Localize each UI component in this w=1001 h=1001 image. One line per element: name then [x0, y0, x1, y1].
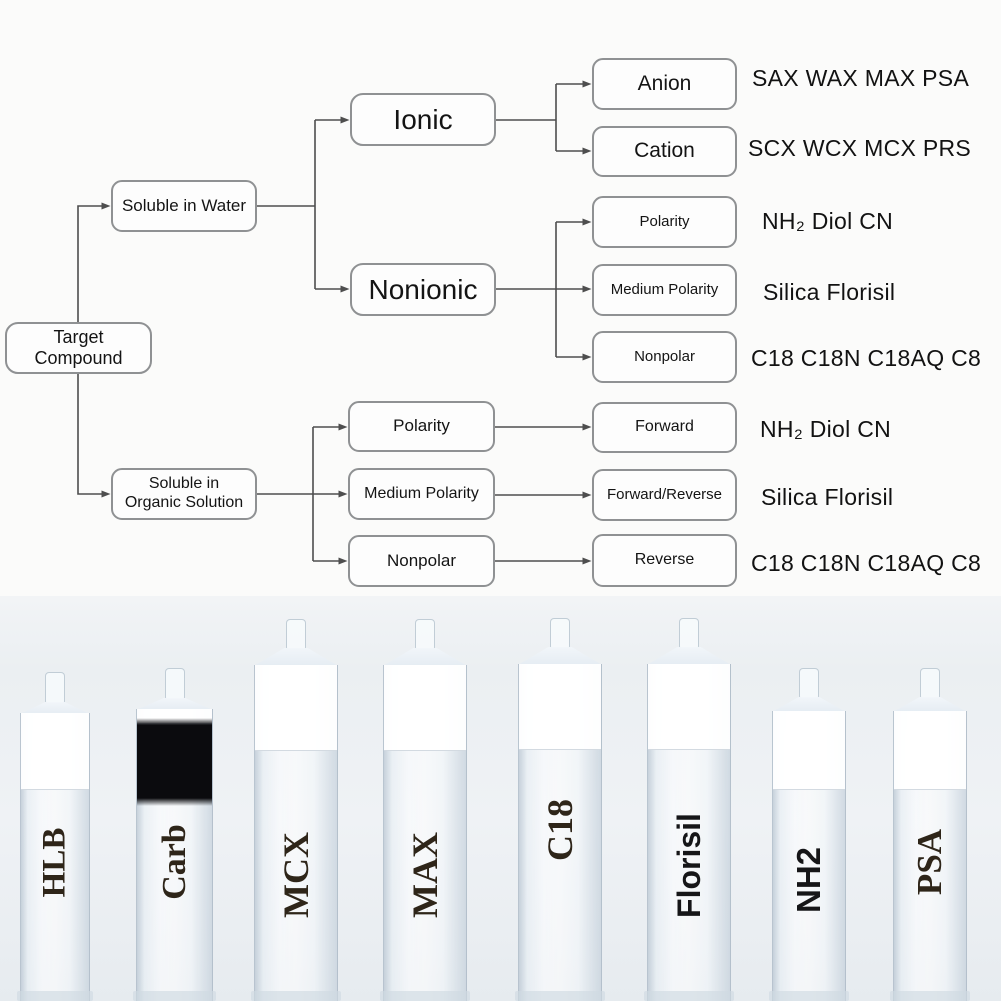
- node-soluble-in-organic-solution: Soluble in Organic Solution: [111, 468, 257, 520]
- cartridge-shoulder: [772, 697, 846, 712]
- cartridge-hlb: HLB: [17, 672, 93, 1001]
- cartridge-frit-band: [255, 665, 337, 751]
- cartridge-shoulder: [383, 648, 467, 666]
- cartridge-base: [17, 991, 93, 1001]
- cartridge-frit-band: [21, 713, 89, 790]
- cartridge-base: [515, 991, 605, 1001]
- cartridge-body: [772, 711, 846, 1001]
- node-nonionic: Nonionic: [350, 263, 496, 316]
- label-nonpolar-water-sorbents: C18 C18N C18AQ C8: [751, 345, 982, 371]
- cartridge-base: [769, 991, 849, 1001]
- cartridge-body: [383, 665, 467, 1001]
- label-anion-sorbents: SAX WAX MAX PSA: [752, 65, 970, 91]
- cartridge-mcx: MCX: [251, 619, 341, 1001]
- cartridge-base: [890, 991, 970, 1001]
- cartridge-shoulder: [518, 647, 602, 665]
- cartridge-tip: [164, 668, 185, 699]
- node-soluble-in-water: Soluble in Water: [111, 180, 257, 232]
- cartridge-body: [647, 664, 731, 1001]
- label-polarity-water-sorbents: NH₂ Diol CN: [762, 208, 894, 234]
- spe-cartridges-photo: HLB Carb MCX: [0, 596, 1001, 1001]
- label-reverse-sorbents: C18 C18N C18AQ C8: [751, 550, 982, 576]
- node-ionic: Ionic: [350, 93, 496, 146]
- label-medium-polarity-water-sorbents: Silica Florisil: [763, 279, 896, 305]
- node-forward: Forward: [592, 402, 737, 453]
- cartridge-tip: [286, 619, 306, 649]
- cartridge-nh2: NH2: [769, 668, 849, 1001]
- node-forward-reverse: Forward/Reverse: [592, 469, 737, 521]
- node-cation: Cation: [592, 126, 737, 177]
- node-nonpolar-water: Nonpolar: [592, 331, 737, 383]
- node-polarity-water: Polarity: [592, 196, 737, 248]
- carbon-sorbent-band: [137, 718, 212, 806]
- cartridge-shoulder: [893, 697, 967, 712]
- cartridge-shoulder: [254, 648, 338, 666]
- cartridge-c18: C18: [515, 618, 605, 1001]
- cartridge-shoulder: [647, 647, 731, 665]
- cartridge-frit-band: [519, 664, 601, 750]
- cartridge-tip: [799, 668, 819, 698]
- cartridge-tip: [550, 618, 570, 648]
- cartridge-base: [380, 991, 470, 1001]
- node-polarity-organic: Polarity: [348, 401, 495, 452]
- cartridge-body: [518, 664, 602, 1001]
- node-medium-polarity-water: Medium Polarity: [592, 264, 737, 316]
- cartridge-body: [893, 711, 967, 1001]
- cartridge-frit-band: [384, 665, 466, 751]
- label-forward-sorbents: NH₂ Diol CN: [760, 416, 892, 442]
- label-cation-sorbents: SCX WCX MCX PRS: [748, 135, 972, 161]
- cartridge-tip: [415, 619, 435, 649]
- cartridge-base: [251, 991, 341, 1001]
- node-anion: Anion: [592, 58, 737, 110]
- cartridge-base: [133, 991, 216, 1001]
- cartridge-florisil: Florisil: [644, 618, 734, 1001]
- node-medium-polarity-organic: Medium Polarity: [348, 468, 495, 520]
- cartridge-carb: Carb: [133, 668, 216, 1001]
- node-target-compound: Target Compound: [5, 322, 152, 374]
- cartridge-tip: [920, 668, 940, 698]
- cartridge-psa: PSA: [890, 668, 970, 1001]
- cartridge-frit-band: [773, 711, 845, 790]
- cartridge-base: [644, 991, 734, 1001]
- selection-flowchart: Target Compound Soluble in Water Soluble…: [5, 58, 982, 587]
- cartridge-tip: [679, 618, 699, 648]
- cartridge-frit-band: [894, 711, 966, 790]
- cartridge-tip: [45, 672, 65, 703]
- cartridge-max: MAX: [380, 619, 470, 1001]
- cartridge-frit-band: [648, 664, 730, 750]
- node-nonpolar-organic: Nonpolar: [348, 535, 495, 587]
- node-reverse: Reverse: [592, 534, 737, 587]
- label-forward-reverse-sorbents: Silica Florisil: [761, 484, 894, 510]
- cartridge-body: [254, 665, 338, 1001]
- cartridge-body: [20, 713, 90, 1001]
- connector-lines: [77, 80, 592, 565]
